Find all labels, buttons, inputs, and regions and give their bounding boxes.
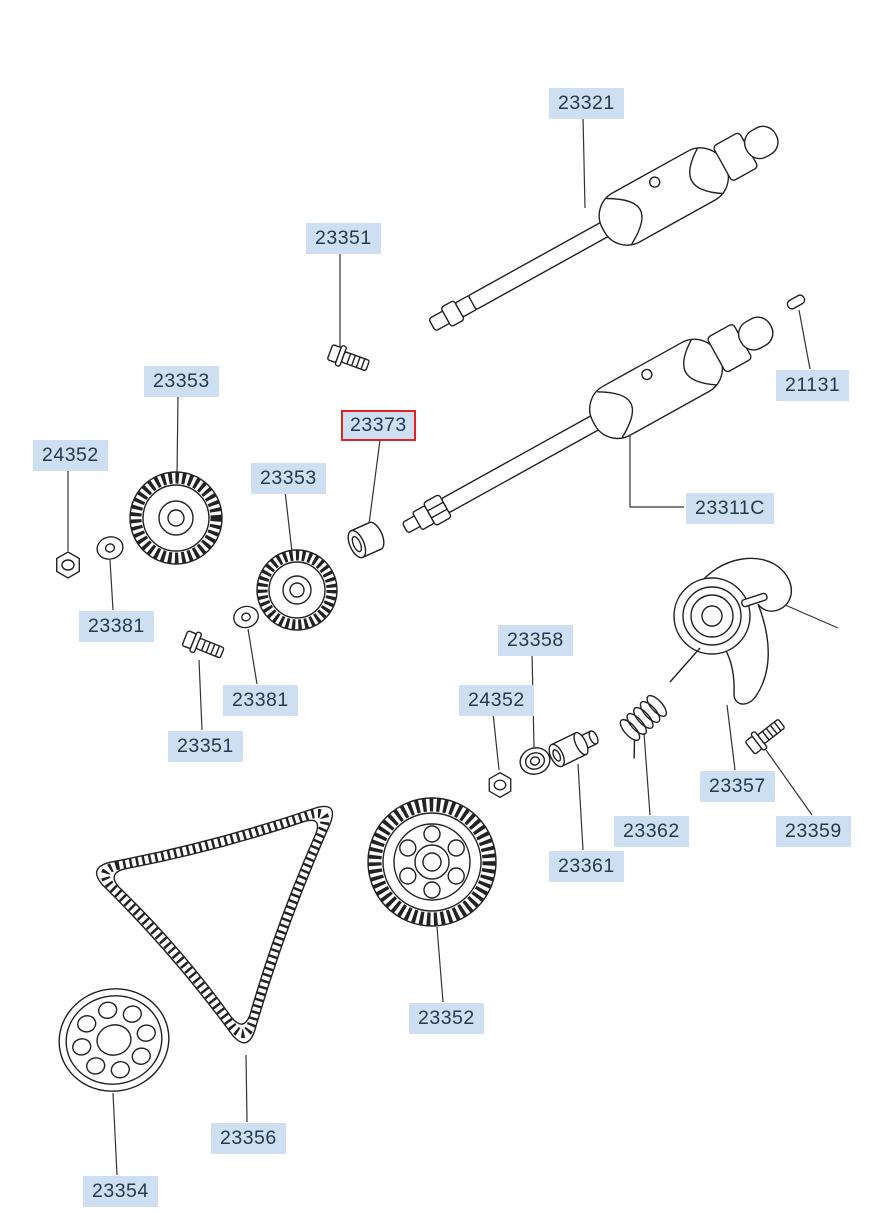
part-label-23358[interactable]: 23358	[498, 625, 573, 656]
part-label-24352-lower[interactable]: 24352	[459, 685, 534, 716]
part-label-23311c[interactable]: 23311C	[686, 493, 774, 524]
drive-sprocket-drawing	[367, 797, 497, 927]
tensioner-spring-drawing	[619, 694, 668, 759]
part-label-23381-left[interactable]: 23381	[79, 611, 154, 642]
dowel-pin-drawing	[786, 294, 806, 310]
part-label-23357[interactable]: 23357	[700, 771, 775, 802]
shaft-sprocket-upper-drawing	[129, 471, 223, 565]
balance-shaft-lower-drawing	[402, 316, 774, 533]
timing-belt-drawing	[95, 805, 334, 1044]
part-label-24352-upper[interactable]: 24352	[33, 440, 108, 471]
part-label-21131[interactable]: 21131	[776, 370, 850, 401]
part-label-23353-upper[interactable]: 23353	[144, 366, 219, 397]
part-label-23356[interactable]: 23356	[211, 1123, 286, 1154]
part-label-23351-upper[interactable]: 23351	[306, 223, 381, 254]
tensioner-assembly-drawing	[669, 557, 792, 705]
shaft-sprocket-lower-drawing	[256, 549, 338, 631]
pulley-drawing	[58, 988, 170, 1092]
bolt-upper-drawing	[325, 341, 372, 377]
part-label-23351-lower[interactable]: 23351	[168, 731, 243, 762]
part-label-23361[interactable]: 23361	[549, 851, 624, 882]
balance-shaft-upper-drawing	[428, 125, 779, 331]
tensioner-spacer-drawing	[548, 730, 599, 768]
tensioner-washer-drawing	[519, 747, 551, 775]
part-label-23352[interactable]: 23352	[409, 1003, 484, 1034]
spacer-drawing	[347, 521, 385, 559]
bolt-lower-drawing	[180, 627, 227, 664]
nut-lower-drawing	[488, 771, 512, 799]
washer-center-drawing	[230, 603, 262, 631]
part-label-23381-center[interactable]: 23381	[223, 685, 298, 716]
nut-left-drawing	[56, 551, 81, 579]
part-label-23354[interactable]: 23354	[83, 1176, 158, 1207]
part-label-23359[interactable]: 23359	[776, 816, 851, 847]
part-label-23373-highlighted[interactable]: 23373	[341, 410, 416, 441]
part-label-23321[interactable]: 23321	[549, 88, 624, 119]
tensioner-bolt-drawing	[742, 714, 789, 757]
washer-left-drawing	[93, 533, 127, 563]
part-label-23353-lower[interactable]: 23353	[251, 463, 326, 494]
part-label-23362[interactable]: 23362	[614, 816, 689, 847]
